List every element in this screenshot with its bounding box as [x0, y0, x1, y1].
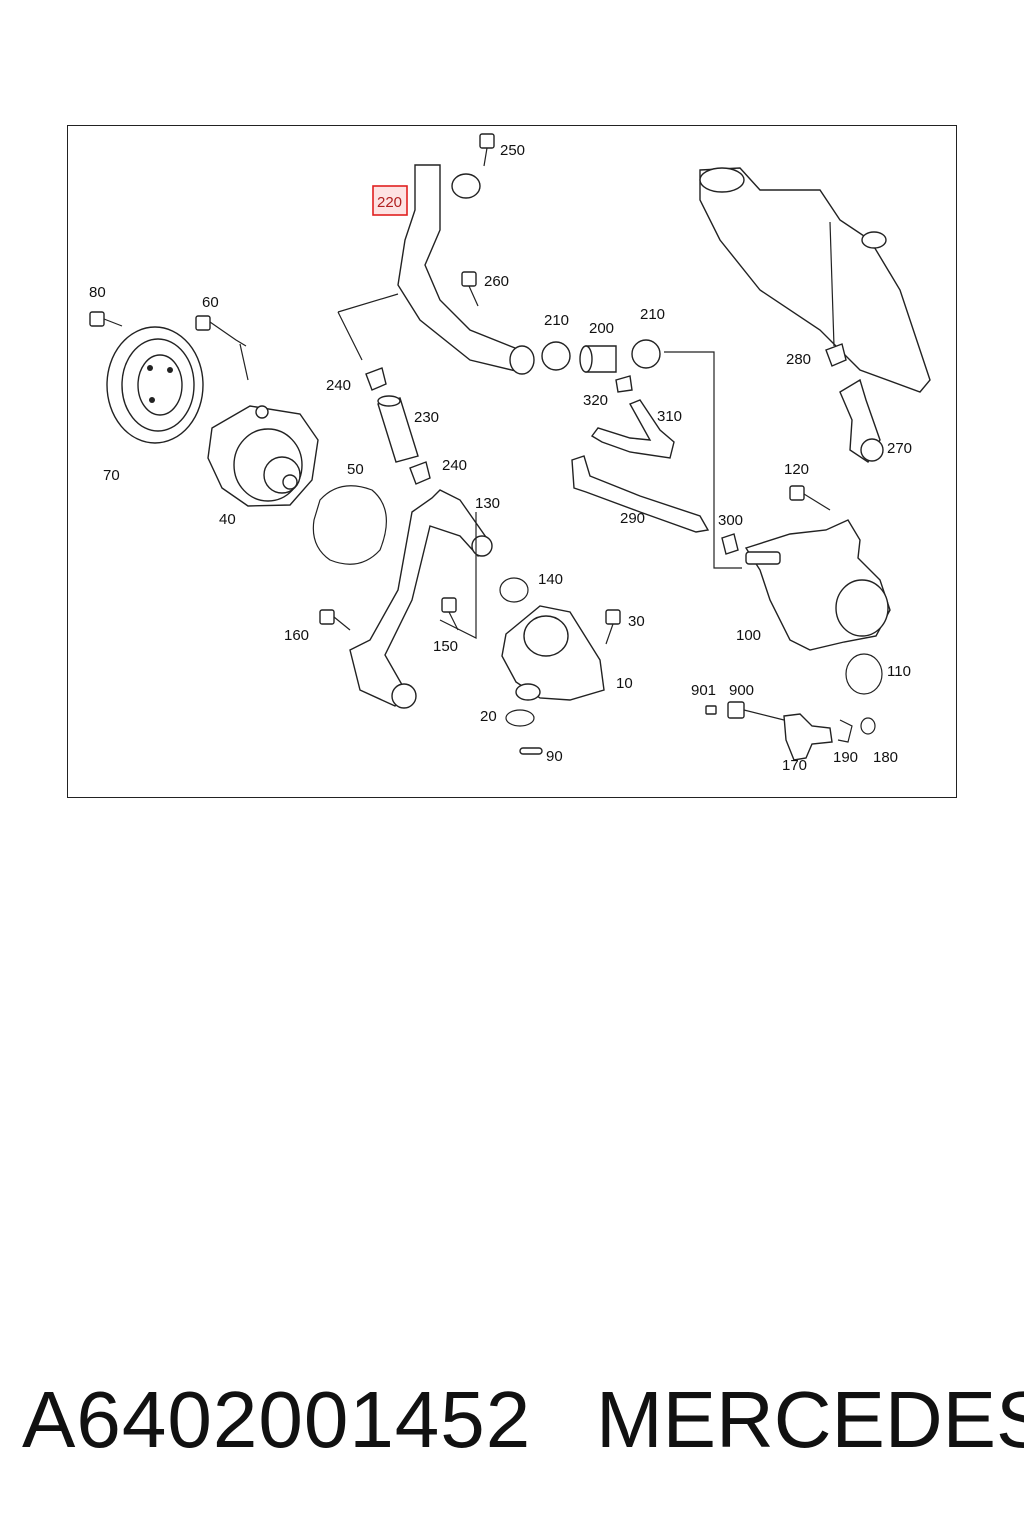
- clip-190: [837, 719, 853, 743]
- flange-300: [721, 533, 739, 555]
- bolt-160: [319, 609, 351, 631]
- callout-80: 80: [89, 284, 106, 301]
- part-number: A6402001452: [22, 1375, 532, 1464]
- hose-270: [839, 378, 884, 464]
- bolt-150: [441, 597, 459, 631]
- callout-230: 230: [414, 409, 439, 426]
- callout-290: 290: [620, 510, 645, 527]
- callout-60: 60: [202, 294, 219, 311]
- callout-300: 300: [718, 512, 743, 529]
- clip-280: [825, 221, 847, 367]
- callout-120: 120: [784, 461, 809, 478]
- footer: A6402001452 MERCEDES: [0, 1370, 1024, 1480]
- callout-180: 180: [873, 749, 898, 766]
- clamp-240-upper: [365, 367, 387, 391]
- callout-10: 10: [616, 675, 633, 692]
- o-ring-110: [845, 653, 883, 695]
- callout-240-upper: 240: [326, 377, 351, 394]
- highlight-box-220: [372, 185, 408, 216]
- seal-90: [519, 747, 543, 755]
- clamp-210-right: [631, 339, 661, 369]
- bolt-260: [461, 271, 479, 307]
- callout-160: 160: [284, 627, 309, 644]
- callout-170: 170: [782, 757, 807, 774]
- callout-110: 110: [887, 663, 911, 680]
- callout-901: 901: [691, 682, 716, 699]
- bolt-30: [605, 609, 621, 645]
- o-ring-20: [505, 709, 535, 727]
- pipe-130: [349, 489, 493, 709]
- callout-20: 20: [480, 708, 497, 725]
- bolt-60: [195, 315, 249, 381]
- seal-ring-180: [860, 717, 876, 735]
- bolt-80: [89, 311, 123, 327]
- callout-260: 260: [484, 273, 509, 290]
- coolant-pipe-assembly: [699, 167, 931, 393]
- callout-250: 250: [500, 142, 525, 159]
- callout-190: 190: [833, 749, 858, 766]
- sensor-170: [783, 713, 833, 761]
- water-pump-40: [207, 405, 319, 507]
- clamp-210-left: [541, 341, 571, 371]
- callout-220: 220: [377, 194, 402, 211]
- callout-210-left: 210: [544, 312, 569, 329]
- brand-name: MERCEDES: [596, 1375, 1024, 1464]
- callout-210-right: 210: [640, 306, 665, 323]
- callout-270: 270: [887, 440, 912, 457]
- callout-40: 40: [219, 511, 236, 528]
- callout-100: 100: [736, 627, 761, 644]
- diagram-frame: [67, 125, 957, 798]
- callout-200: 200: [589, 320, 614, 337]
- callout-130: 130: [475, 495, 500, 512]
- callout-140: 140: [538, 571, 563, 588]
- clamp-240-lower: [409, 461, 431, 485]
- callout-320: 320: [583, 392, 608, 409]
- callout-30: 30: [628, 613, 645, 630]
- gasket-50: [312, 485, 387, 565]
- hose-230: [377, 395, 419, 463]
- pipe-220: [397, 164, 535, 375]
- hose-200: [579, 345, 617, 373]
- callout-900: 900: [729, 682, 754, 699]
- callout-280: 280: [786, 351, 811, 368]
- callout-90: 90: [546, 748, 563, 765]
- hose-310: [590, 399, 675, 459]
- bolt-120: [789, 485, 831, 511]
- hose-290: [571, 455, 710, 533]
- callout-150: 150: [433, 638, 458, 655]
- bolt-250: [479, 133, 495, 167]
- o-ring-140: [499, 577, 529, 603]
- callout-240-lower: 240: [442, 457, 467, 474]
- connector-900: [727, 701, 785, 721]
- pin-901: [705, 705, 717, 715]
- callout-310: 310: [657, 408, 682, 425]
- clamp-320: [615, 375, 633, 393]
- coolant-flange-100: [744, 519, 891, 651]
- pulley-70: [106, 326, 204, 444]
- callout-70: 70: [103, 467, 120, 484]
- callout-50: 50: [347, 461, 364, 478]
- thermostat-housing-10: [501, 605, 605, 701]
